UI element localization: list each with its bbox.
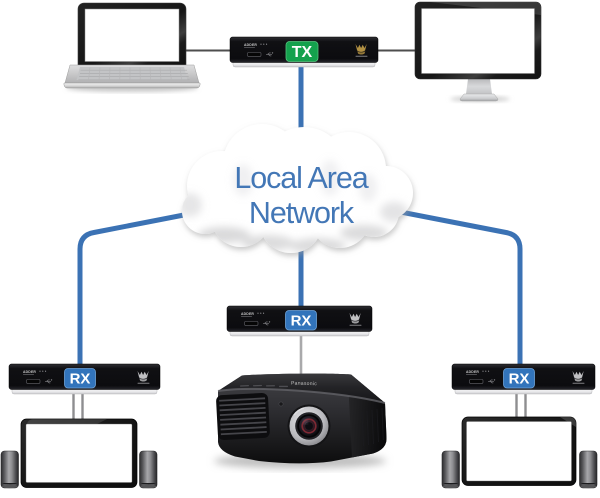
rx-right-status-leds-circle-2 xyxy=(485,371,486,372)
speaker-right-a-rect-1 xyxy=(442,451,460,488)
usb-icon-circle-4 xyxy=(494,379,495,380)
rx-right-status-leds-circle-3 xyxy=(488,371,489,372)
tv-right-screen xyxy=(467,422,572,482)
cloud-inner-shading-ellipse-1 xyxy=(198,227,250,243)
tx-device: ADDER TX xyxy=(230,37,378,67)
speaker-left-b-rect-1 xyxy=(140,451,158,488)
rx-left-usb-port xyxy=(27,379,41,383)
speaker-right-a-ellipse-1 xyxy=(443,485,459,488)
cloud-label-line1: Local Area xyxy=(234,161,368,195)
rx-center-brand-text: ADDER xyxy=(241,312,254,316)
rx-left-brand-text: ADDER xyxy=(23,370,36,374)
projector-lens-circle-9 xyxy=(303,420,307,424)
usb-icon-circle-1 xyxy=(272,52,273,53)
adder-logo-icon-rect-3 xyxy=(138,383,150,384)
rx-center-status-leds-circle-3 xyxy=(263,313,264,314)
rx-center-device: ADDER RX xyxy=(227,306,372,336)
rx-left-status-leds-circle-1 xyxy=(39,371,40,372)
monitor-stand-neck xyxy=(466,79,492,94)
monitor xyxy=(415,2,541,102)
speaker-left-b-ellipse-1 xyxy=(140,485,156,488)
rx-center-usb-port xyxy=(245,321,259,325)
adder-logo-icon-rect-1 xyxy=(356,56,368,57)
projector-iris-dot xyxy=(279,402,283,406)
projector-lens xyxy=(288,405,331,448)
tx-status-leds-circle-3 xyxy=(266,44,267,45)
usb-icon-circle-3 xyxy=(51,379,52,380)
projector-brand-text: Panasonic xyxy=(291,381,317,388)
speaker-right-b xyxy=(580,451,598,488)
tx-status-leds-circle-2 xyxy=(263,44,264,45)
cloud-label-line2: Network xyxy=(249,196,355,230)
rx-left-brand-subline xyxy=(23,374,34,375)
speaker-right-b-rect-1 xyxy=(580,451,598,488)
rx-center-status-leds-circle-2 xyxy=(260,313,261,314)
rx-left-status-leds-circle-3 xyxy=(45,371,46,372)
rx-right-brand-subline xyxy=(466,374,477,375)
rx-center-brand-subline xyxy=(241,316,252,317)
rx-left-device: ADDER RX xyxy=(9,364,160,394)
rx-left-badge-label: RX xyxy=(70,370,91,387)
laptop-keys-line-7 xyxy=(110,68,111,81)
rx-right-usb-port xyxy=(470,379,484,383)
projector-top-vents-rect-4 xyxy=(279,386,288,387)
rx-center-status-leds-circle-1 xyxy=(257,313,258,314)
speaker-left-b xyxy=(140,451,158,488)
link-cloud-rx-right xyxy=(375,207,520,370)
laptop xyxy=(64,3,200,92)
speaker-right-a xyxy=(442,451,460,488)
tx-brand-text: ADDER xyxy=(244,43,257,47)
tx-status-leds-circle-1 xyxy=(260,44,261,45)
rx-left-status-leds-circle-2 xyxy=(42,371,43,372)
cloud-inner-shading-ellipse-2 xyxy=(242,235,294,251)
projector-top-vents-rect-3 xyxy=(266,385,275,386)
speaker-left-a xyxy=(1,451,19,488)
monitor-screen xyxy=(422,9,535,74)
rx-center-badge-label: RX xyxy=(291,312,312,329)
speaker-left-a-rect-1 xyxy=(1,451,19,488)
rx-right-brand-text: ADDER xyxy=(466,370,479,374)
laptop-screen xyxy=(85,9,179,62)
lan-cloud: Local Area Network xyxy=(178,124,413,254)
monitor-stand-base xyxy=(460,94,498,101)
cloud-inner-shading-ellipse-5 xyxy=(380,202,408,222)
tx-badge-label: TX xyxy=(292,44,313,61)
rx-right-status-leds-circle-1 xyxy=(482,371,483,372)
speaker-left-a-ellipse-1 xyxy=(2,485,18,488)
tx-brand-subline xyxy=(244,47,255,48)
rx-right-badge-label: RX xyxy=(509,370,530,387)
usb-icon-circle-2 xyxy=(269,321,270,322)
projector-grille xyxy=(216,393,270,441)
tv-right-group xyxy=(442,417,597,488)
cloud-inner-shading-ellipse-3 xyxy=(290,238,346,254)
cloud-label: Local Area Network xyxy=(234,161,368,230)
tv-left-group xyxy=(1,419,157,488)
rx-right-device: ADDER RX xyxy=(452,364,595,394)
laptop-front-lip xyxy=(64,83,200,88)
tx-usb-port xyxy=(248,52,262,56)
speaker-right-b-ellipse-1 xyxy=(580,485,596,488)
tv-left-screen xyxy=(26,424,132,483)
adder-logo-icon-rect-4 xyxy=(573,383,585,384)
projector: Panasonic xyxy=(214,374,387,469)
adder-logo-icon-rect-2 xyxy=(350,325,362,326)
